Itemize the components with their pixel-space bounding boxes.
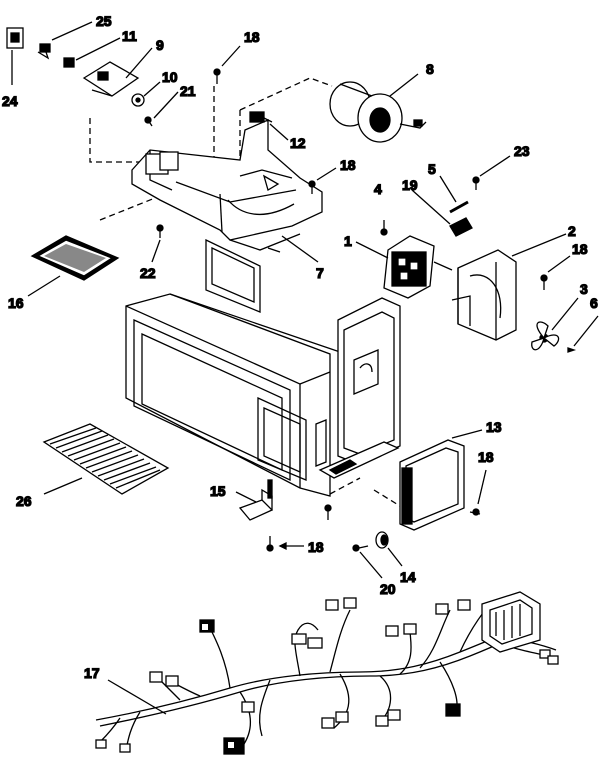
label-18d: 18	[478, 449, 494, 465]
leader-4	[411, 189, 451, 225]
leader-26	[43, 477, 83, 495]
part-23-screw	[472, 176, 480, 190]
part-19-screw	[380, 220, 388, 236]
label-16: 16	[8, 295, 24, 311]
label-15: 15	[210, 483, 226, 499]
leader-18d	[477, 469, 487, 505]
leader-18a	[221, 45, 241, 67]
part-3-fan-blade	[531, 321, 560, 351]
leader-14	[387, 547, 403, 567]
label-18a: 18	[244, 29, 260, 45]
label-25: 25	[96, 13, 112, 29]
leader-10	[143, 81, 161, 97]
part-4-thermostat	[449, 217, 473, 237]
leader-2	[511, 233, 567, 257]
dashed-line-bottom	[329, 477, 361, 495]
label-17: 17	[84, 665, 100, 681]
part-26-grille	[42, 423, 170, 495]
part-16-grease-filter	[30, 235, 120, 281]
leader-22	[151, 239, 161, 263]
label-21: 21	[180, 83, 196, 99]
part-18-screw-bottom	[266, 536, 274, 552]
label-20: 20	[380, 581, 396, 597]
label-4: 19	[402, 177, 418, 193]
label-10: 10	[162, 69, 178, 85]
part-11-plug	[63, 57, 75, 68]
part-13-waveguide-cover	[399, 439, 465, 531]
part-17-wire-harness	[95, 591, 559, 755]
leader-16	[27, 275, 61, 297]
leader-15	[235, 491, 257, 503]
part-9-control-board	[82, 61, 140, 97]
arrow-18e	[278, 541, 287, 551]
leader-7	[281, 235, 319, 263]
label-13: 13	[486, 419, 502, 435]
part-24-switch	[6, 27, 24, 49]
leader-20	[359, 551, 383, 579]
label-22: 22	[140, 265, 156, 281]
label-19: 4	[374, 181, 382, 197]
leader-11	[75, 37, 121, 61]
part-2-fan-shroud	[451, 249, 517, 341]
leader-21	[153, 91, 179, 119]
label-9: 9	[156, 37, 164, 53]
part-18-screw-shroud	[540, 274, 548, 290]
part-20-screw	[352, 544, 369, 552]
part-6-nut	[567, 347, 577, 353]
label-12: 12	[290, 135, 306, 151]
part-7-mounting-bracket	[131, 119, 323, 253]
label-8: 8	[426, 61, 434, 77]
part-18-screw-top	[213, 68, 221, 84]
dashed-line-top	[239, 77, 333, 111]
label-6: 6	[590, 295, 598, 311]
label-11: 11	[122, 28, 137, 44]
leader-18c	[547, 255, 571, 273]
part-18-screw-mid	[324, 504, 332, 520]
leader-8	[389, 73, 419, 97]
label-23: 23	[514, 143, 530, 159]
leader-6	[573, 315, 599, 347]
label-1: 1	[344, 233, 352, 249]
part-22-screw	[156, 224, 164, 238]
part-21-screw	[144, 116, 153, 127]
leader-23	[479, 155, 511, 177]
leader-12	[269, 123, 289, 141]
part-12-connector	[249, 111, 273, 123]
leader-25	[51, 21, 93, 41]
part-1-fan-motor	[383, 235, 453, 299]
label-7: 7	[316, 265, 324, 281]
label-2: 2	[568, 223, 576, 239]
part-8-blower-motor	[329, 81, 427, 143]
leader-17	[107, 679, 167, 715]
part-18-screw-right-lower	[469, 508, 481, 516]
part-18-screw-bracket	[308, 180, 316, 194]
label-26: 26	[16, 493, 32, 509]
part-15-bracket	[238, 479, 274, 521]
leader-13	[451, 429, 483, 439]
leader-3	[551, 297, 579, 331]
label-5: 5	[428, 161, 436, 177]
dashed-line-left	[89, 118, 155, 163]
label-18e: 18	[308, 539, 324, 555]
leader-18b	[316, 167, 337, 181]
label-14: 14	[400, 569, 416, 585]
part-5-thermal-fuse	[449, 200, 469, 214]
part-10-lamp	[131, 93, 145, 107]
label-18b: 18	[340, 157, 356, 173]
main-cavity-housing	[125, 238, 401, 497]
label-18c: 18	[572, 241, 588, 257]
dashed-line-bottom-right	[373, 489, 401, 507]
leader-5	[439, 175, 457, 203]
label-3: 3	[580, 281, 588, 297]
part-14-diode	[375, 531, 389, 549]
leader-1	[355, 241, 389, 259]
label-24: 24	[2, 93, 18, 109]
leader-9	[125, 47, 153, 79]
part-25-clip	[37, 43, 51, 60]
